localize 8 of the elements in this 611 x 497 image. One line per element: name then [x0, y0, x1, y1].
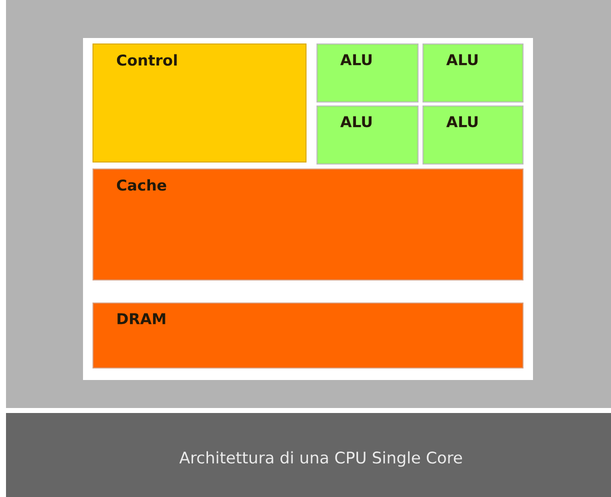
alu-box: ALU	[316, 44, 418, 102]
caption-band: Architettura di una CPU Single Core	[6, 413, 611, 497]
alu-box: ALU	[422, 44, 524, 102]
alu-box: ALU	[422, 106, 524, 164]
dram-box: DRAM	[92, 302, 524, 368]
cache-box: Cache	[92, 168, 524, 280]
alu-box: ALU	[316, 106, 418, 164]
control-box: Control	[92, 44, 306, 162]
